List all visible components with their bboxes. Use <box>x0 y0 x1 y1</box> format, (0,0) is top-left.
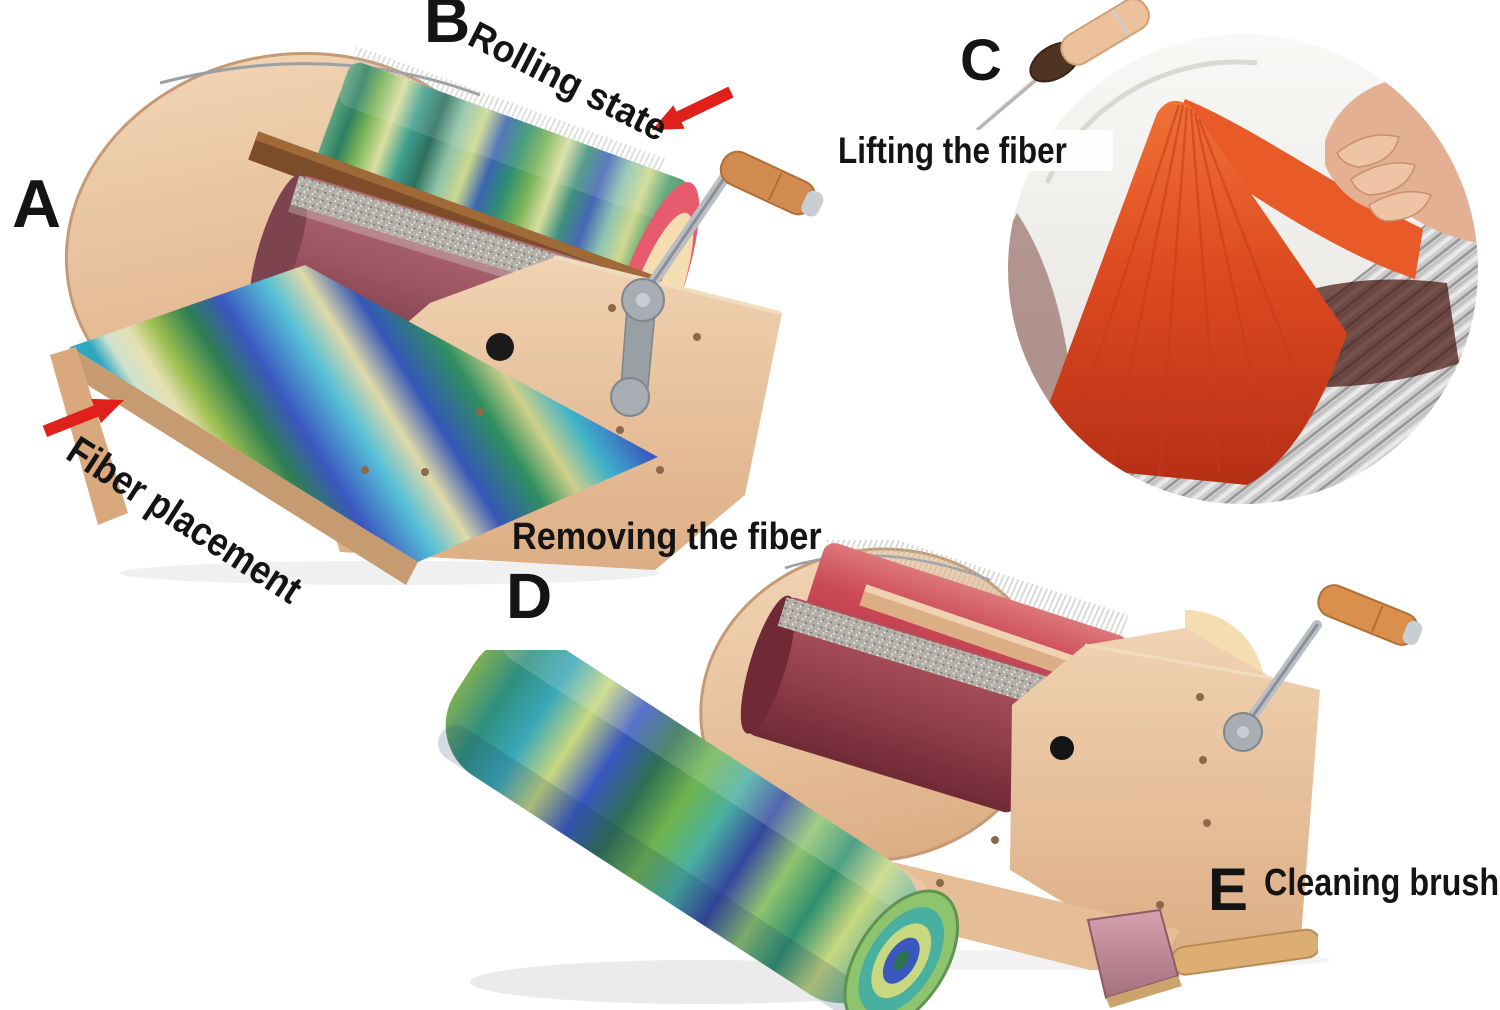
licker-in-drum-d <box>740 595 1055 813</box>
step-letter-e: E <box>1208 856 1249 923</box>
crank-handle-d <box>1317 584 1423 646</box>
screw-holes-d <box>936 693 1211 909</box>
batt-cylinder <box>437 650 960 1010</box>
arrow-b-shape <box>652 86 734 130</box>
step-letter-b: B <box>424 0 471 56</box>
crank-shaft-shade <box>641 175 727 299</box>
wood-frame-d <box>1010 628 1320 955</box>
fiber-strands <box>1065 104 1313 476</box>
brush-pad-back <box>1106 976 1182 1008</box>
step-letter-d: D <box>506 560 553 632</box>
crank-shaft-d-shade <box>1241 623 1319 732</box>
step-letter-a: A <box>12 166 62 242</box>
frame-d-highlight <box>1084 643 1273 680</box>
step-letter-c: C <box>960 28 1002 93</box>
screw-holes-a <box>361 304 701 476</box>
drum-carder-photo-a <box>50 46 824 585</box>
caption-cleaning-brush: Cleaning brush <box>1264 862 1500 904</box>
lifted-fiber-fold <box>1167 99 1423 279</box>
tray-front-edge <box>62 347 418 585</box>
drum-carder-photo-d <box>699 540 1423 970</box>
cleaning-brush-photo <box>1086 908 1318 1008</box>
infeed-tray-fiber <box>70 265 658 562</box>
frame-edge-highlight <box>554 255 781 315</box>
crank-pivot-d-cap <box>1237 726 1249 738</box>
rolled-fiber-batt <box>437 650 960 1010</box>
red-fiber-mound <box>1027 100 1347 486</box>
crank-pivot-lower <box>610 377 650 417</box>
crank-pivot-upper-cap <box>636 293 650 307</box>
doffer-handle <box>1060 0 1150 66</box>
fiber-closeup-photo-c <box>1008 34 1478 504</box>
doffer-pin <box>975 72 1045 132</box>
tray-left-leg <box>50 347 128 525</box>
doffer-pin-tool <box>975 0 1150 132</box>
arrow-down-left-icon <box>652 86 734 130</box>
caption-removing-the-fiber: Removing the fiber <box>512 516 822 558</box>
black-hole-d <box>1050 736 1074 760</box>
crank-handle-a <box>719 150 824 217</box>
doffer-pin-highlight <box>980 71 1042 125</box>
black-knob <box>486 333 514 361</box>
batt-spiral-end <box>843 889 960 1010</box>
arrow-a-shape <box>42 398 125 437</box>
brush-handle <box>1170 928 1318 976</box>
arrow-up-right-icon <box>42 398 125 437</box>
caption-lifting-the-fiber: Lifting the fiber <box>832 130 1114 171</box>
